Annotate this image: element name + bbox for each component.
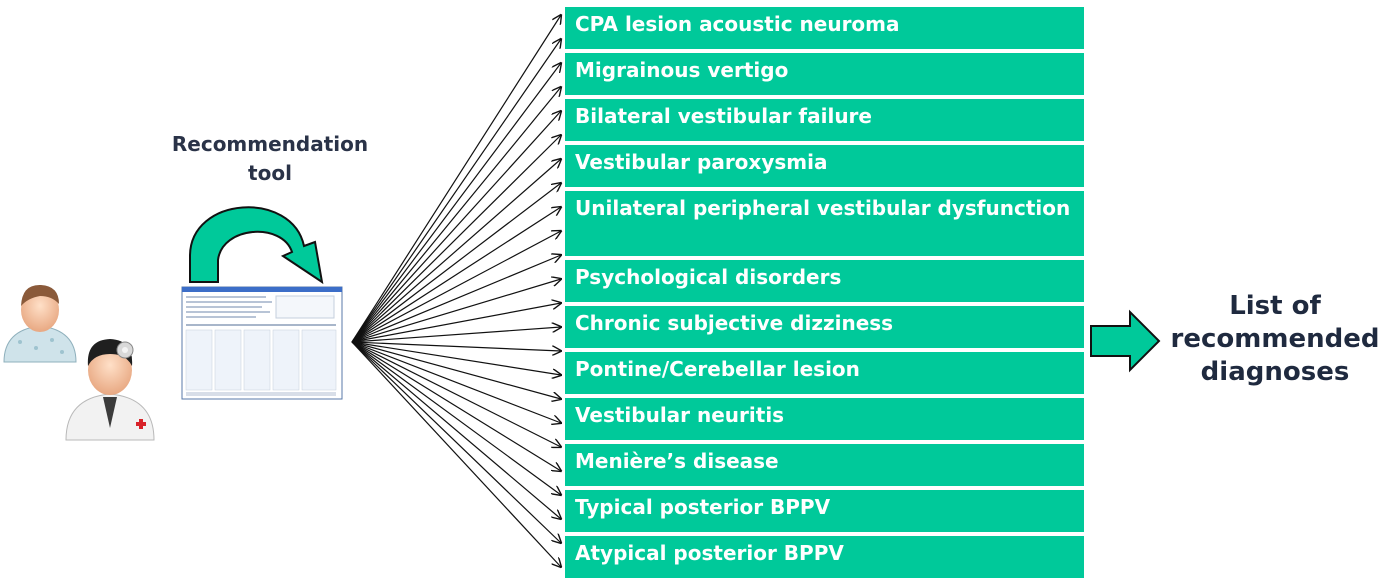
fan-arrow-line — [351, 111, 561, 343]
diagnosis-item: Pontine/Cerebellar lesion — [565, 352, 1084, 394]
fan-arrow-line — [351, 63, 561, 343]
diagnosis-item: Atypical posterior BPPV — [565, 536, 1084, 578]
fan-arrow-line — [351, 279, 561, 343]
recommendation-tool-label: Recommendation tool — [171, 132, 369, 185]
fan-arrow-line — [351, 87, 561, 343]
fan-arrow-line — [351, 341, 561, 543]
fan-arrow-line — [351, 327, 561, 343]
fan-arrow-line — [351, 341, 561, 351]
fan-arrow-line — [351, 341, 561, 567]
fan-arrow-line — [351, 341, 561, 495]
fan-arrows — [351, 15, 561, 567]
recommended-diagnoses-label: List of recommended diagnoses — [1170, 291, 1380, 387]
diagnosis-item: Bilateral vestibular failure — [565, 99, 1084, 141]
fan-arrow-line — [351, 39, 561, 343]
fan-arrow-line — [351, 183, 561, 343]
diagnosis-item: CPA lesion acoustic neuroma — [565, 7, 1084, 49]
fan-arrow-line — [351, 303, 561, 343]
diagnosis-item: Unilateral peripheral vestibular dysfunc… — [565, 191, 1084, 256]
diagnosis-item: Vestibular paroxysmia — [565, 145, 1084, 187]
fan-arrow-line — [351, 341, 561, 447]
fan-arrow-line — [351, 15, 561, 343]
diagnosis-item: Typical posterior BPPV — [565, 490, 1084, 532]
fan-arrow-line — [351, 341, 561, 423]
fan-arrow-line — [351, 341, 561, 471]
patient-icon — [3, 284, 77, 363]
software-window-icon — [181, 286, 343, 400]
diagnosis-item: Vestibular neuritis — [565, 398, 1084, 440]
fan-arrow-line — [351, 341, 561, 399]
block-arrow-icon — [1090, 309, 1161, 373]
doctor-icon — [65, 339, 155, 441]
fan-arrow-line — [351, 207, 561, 343]
fan-arrow-line — [351, 135, 561, 343]
fan-arrow-line — [351, 341, 561, 519]
fan-arrow-line — [351, 255, 561, 343]
fan-arrow-line — [351, 231, 561, 343]
curved-arrow-icon — [189, 206, 324, 285]
fan-arrow-line — [351, 341, 561, 375]
fan-arrow-line — [351, 159, 561, 343]
diagnosis-item: Migrainous vertigo — [565, 53, 1084, 95]
diagnosis-item: Chronic subjective dizziness — [565, 306, 1084, 348]
diagnosis-item: Psychological disorders — [565, 260, 1084, 302]
diagnosis-item: Menière’s disease — [565, 444, 1084, 486]
